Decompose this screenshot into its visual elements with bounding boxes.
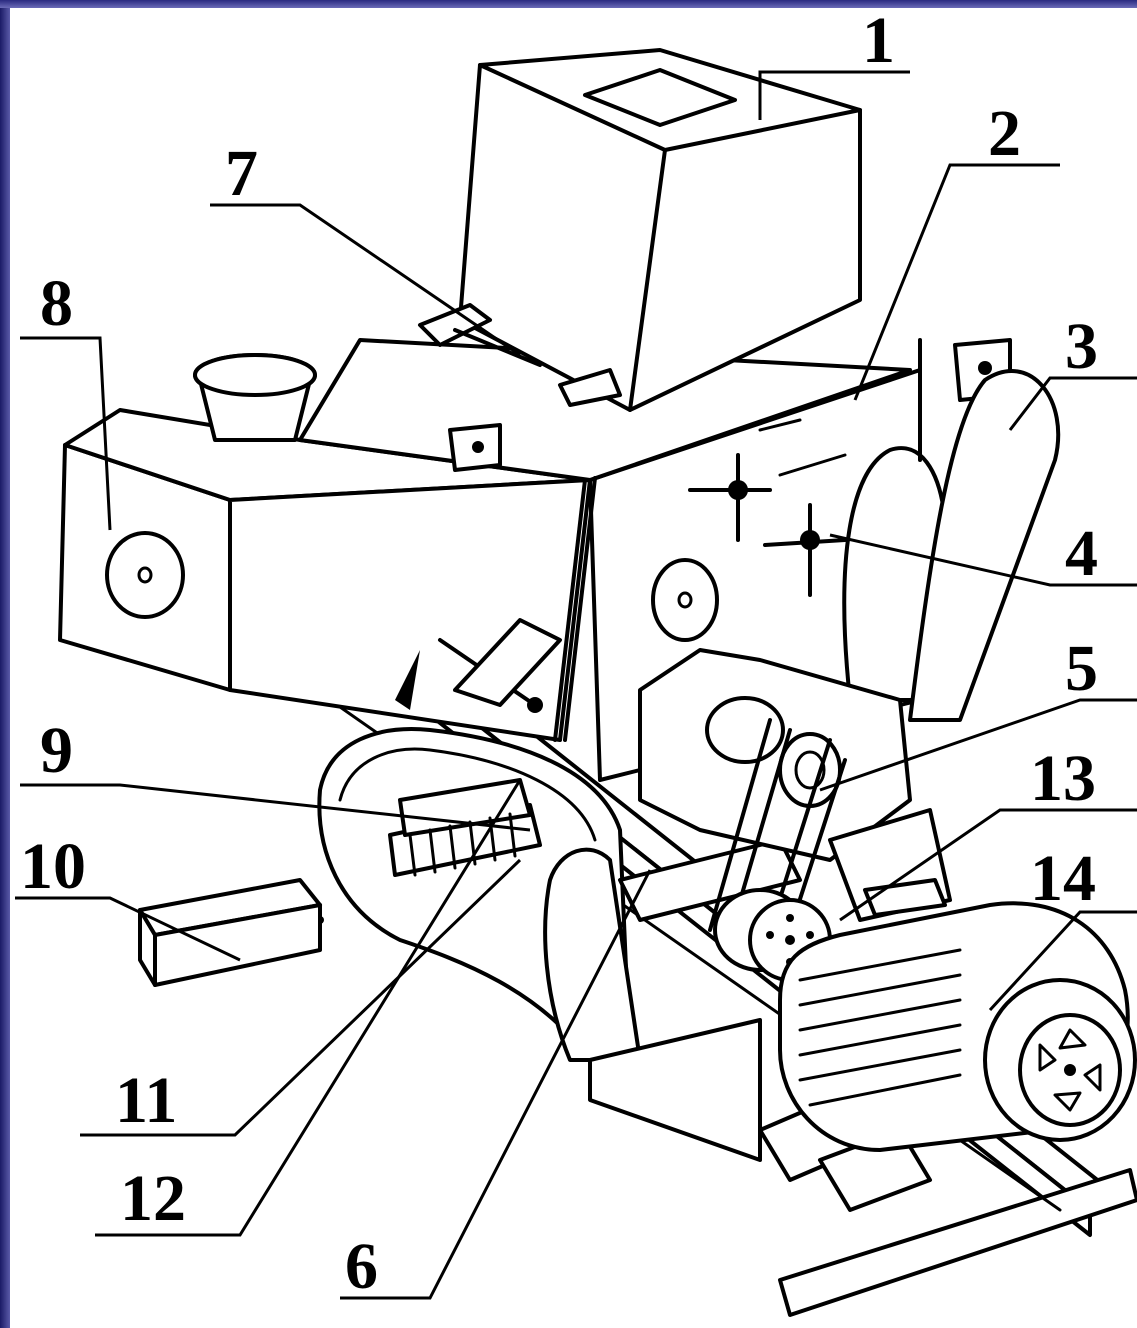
- right-block: [828, 808, 952, 922]
- rotor-teeth: [408, 812, 517, 877]
- callout-8: 8: [40, 267, 73, 340]
- callout-6: 6: [345, 1230, 378, 1303]
- leader-lines: [15, 70, 1137, 1300]
- electric-motor: [778, 901, 1137, 1152]
- clamps: [418, 303, 622, 407]
- callout-1: 1: [862, 4, 895, 77]
- frame-top-edge: [0, 0, 1137, 8]
- callout-9: 9: [40, 714, 73, 787]
- callout-labels: 1 2 3 4 5 6 7 8 9 10 11 12 13 14: [20, 4, 1098, 1303]
- oil-cup: [193, 353, 317, 442]
- center-block: [588, 838, 802, 1162]
- callout-13: 13: [1030, 742, 1096, 815]
- feed-hopper: [458, 48, 862, 412]
- callout-14: 14: [1030, 842, 1096, 915]
- frame-left-edge: [0, 0, 10, 1328]
- callout-7: 7: [225, 137, 258, 210]
- support-bracket: [138, 878, 322, 987]
- adjuster-knobs: [688, 418, 847, 597]
- callout-12: 12: [120, 1162, 186, 1235]
- callout-4: 4: [1065, 517, 1098, 590]
- callout-3: 3: [1065, 310, 1098, 383]
- callout-11: 11: [115, 1064, 177, 1137]
- callout-5: 5: [1065, 632, 1098, 705]
- lever-mechanism: [395, 618, 562, 713]
- side-flaps: [842, 338, 1061, 722]
- rotor-housing: [317, 727, 642, 1062]
- callout-2: 2: [988, 97, 1021, 170]
- callout-10: 10: [20, 830, 86, 903]
